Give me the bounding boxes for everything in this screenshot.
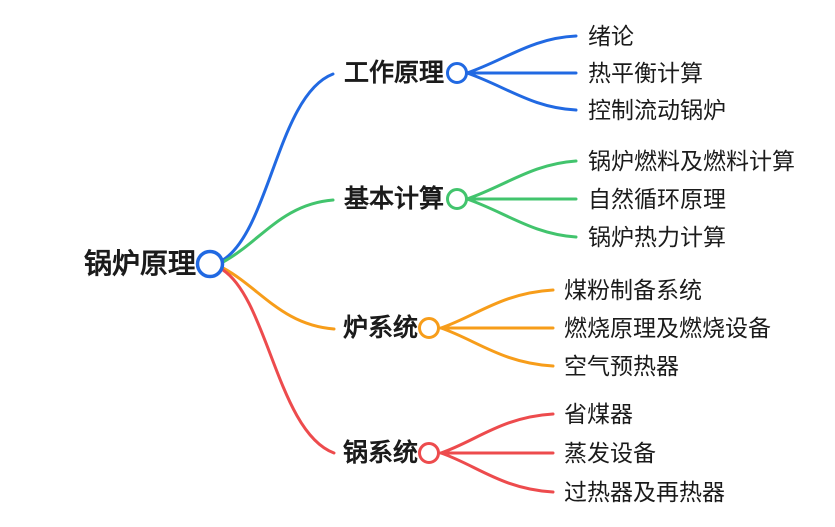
root-node-circle[interactable]	[195, 249, 225, 279]
branch-curve-furnace-system	[221, 266, 336, 331]
subitem-curve	[439, 326, 555, 368]
leaf-label-pulverized-coal-preparation-system[interactable]: 煤粉制备系统	[564, 277, 702, 303]
leaf-label-introduction[interactable]: 绪论	[588, 23, 634, 49]
branch-label-basic-calculation[interactable]: 基本计算	[343, 185, 444, 213]
branch-curve-working-principle	[221, 72, 335, 262]
branch-curve-basic-calculation	[221, 198, 335, 264]
leaf-label-air-preheater[interactable]: 空气预热器	[564, 353, 679, 379]
branch-node-circle-basic-calculation[interactable]	[446, 188, 468, 210]
leaf-label-economizer[interactable]: 省煤器	[564, 401, 633, 427]
branch-node-circle-boiler-system[interactable]	[418, 442, 440, 464]
leaf-label-heat-balance-calculation[interactable]: 热平衡计算	[588, 60, 703, 86]
branch-curve-boiler-system	[221, 268, 336, 455]
leaf-label-combustion-principle-and-equipment[interactable]: 燃烧原理及燃烧设备	[564, 315, 771, 341]
branch-label-boiler-system[interactable]: 锅系统	[342, 439, 418, 467]
branch-label-furnace-system[interactable]: 炉系统	[342, 314, 418, 342]
leaf-label-natural-circulation-principle[interactable]: 自然循环原理	[588, 186, 726, 212]
branch-label-working-principle[interactable]: 工作原理	[343, 59, 444, 87]
subitem-curve	[439, 288, 555, 330]
leaf-label-evaporation-equipment[interactable]: 蒸发设备	[564, 440, 656, 466]
leaf-label-superheater-and-reheater[interactable]: 过热器及再热器	[564, 479, 725, 505]
branch-node-circle-working-principle[interactable]	[446, 62, 468, 84]
subitem-curve	[465, 197, 578, 239]
leaf-label-boiler-fuel-and-fuel-calculation[interactable]: 锅炉燃料及燃料计算	[588, 148, 795, 174]
branch-node-circle-furnace-system[interactable]	[418, 317, 440, 339]
root-node-label[interactable]: 锅炉原理	[83, 248, 196, 279]
subitem-curve	[439, 412, 555, 455]
leaf-label-boiler-thermal-calculation[interactable]: 锅炉热力计算	[588, 224, 726, 250]
subitem-curve	[465, 71, 578, 112]
subitem-curve	[439, 451, 555, 494]
subitem-curve	[465, 159, 578, 201]
leaf-label-controlled-circulation-boiler[interactable]: 控制流动锅炉	[588, 97, 726, 123]
subitem-curve	[465, 34, 578, 75]
